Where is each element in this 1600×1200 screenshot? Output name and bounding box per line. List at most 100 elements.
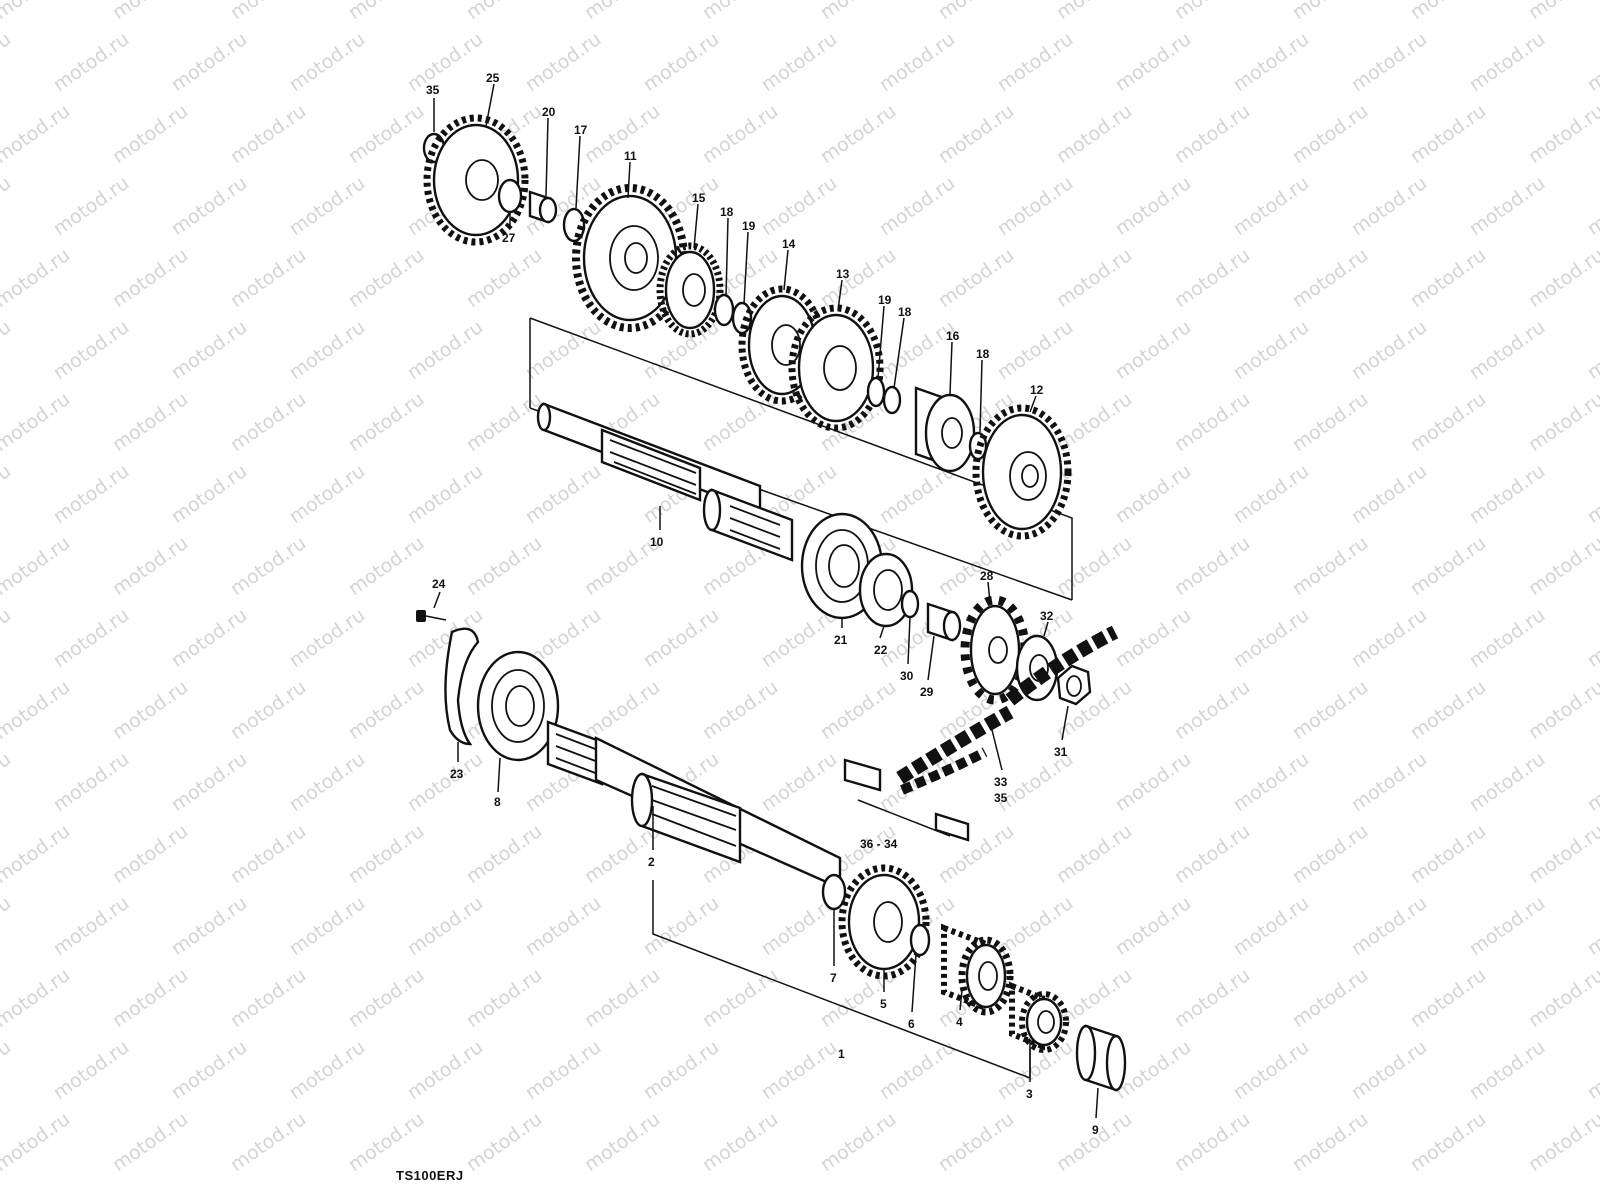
watermark-text: motod.ru [1406, 0, 1490, 24]
watermark-text: motod.ru [344, 676, 428, 744]
watermark-text: motod.ru [344, 388, 428, 456]
watermark-text: motod.ru [816, 964, 900, 1032]
watermark-text: motod.ru [1583, 316, 1600, 384]
callout-18a: 18 [720, 205, 734, 219]
watermark-text: motod.ru [1170, 100, 1254, 168]
watermark-text: motod.ru [108, 244, 192, 312]
watermark-text: motod.ru [1229, 460, 1313, 528]
watermark-text: motod.ru [344, 820, 428, 888]
watermark-text: motod.ru [226, 244, 310, 312]
watermark-text: motod.ru [1524, 1108, 1600, 1176]
watermark-text: motod.ru [1170, 820, 1254, 888]
watermark-text: motod.ru [639, 28, 723, 96]
watermark-text: motod.ru [580, 964, 664, 1032]
watermark-text: motod.ru [1465, 316, 1549, 384]
watermark-text: motod.ru [49, 28, 133, 96]
callout-15: 15 [692, 191, 706, 205]
watermark-text: motod.ru [757, 748, 841, 816]
watermark-text: motod.ru [698, 100, 782, 168]
watermark-text: motod.ru [167, 604, 251, 672]
watermark-text: motod.ru [1288, 388, 1372, 456]
watermark-text: motod.ru [108, 532, 192, 600]
callout-32: 32 [1040, 609, 1054, 623]
watermark-text: motod.ru [167, 460, 251, 528]
callout-7: 7 [830, 971, 837, 985]
watermark-text: motod.ru [285, 604, 369, 672]
callout-24: 24 [432, 577, 446, 591]
watermark-text: motod.ru [226, 820, 310, 888]
part-10-countershaft [536, 402, 794, 562]
callout-10: 10 [650, 535, 664, 549]
watermark-text: motod.ru [1583, 28, 1600, 96]
watermark-text: motod.ru [108, 676, 192, 744]
watermark-text: motod.ru [0, 1108, 74, 1176]
watermark-text: motod.ru [1229, 1036, 1313, 1104]
watermark-text: motod.ru [521, 1036, 605, 1104]
callout-19b: 19 [878, 293, 892, 307]
watermark-text: motod.ru [0, 604, 15, 672]
watermark-text: motod.ru [521, 316, 605, 384]
watermark-text: motod.ru [226, 100, 310, 168]
watermark-text: motod.ru [1229, 892, 1313, 960]
part-9-bushing [1075, 1024, 1127, 1092]
callout-35b: 35 [994, 791, 1008, 805]
watermark-text: motod.ru [1524, 676, 1600, 744]
watermark-text: motod.ru [1288, 532, 1372, 600]
watermark-text: motod.ru [757, 28, 841, 96]
watermark-text: motod.ru [1111, 604, 1195, 672]
watermark-text: motod.ru [108, 0, 192, 24]
part-33-drive-chain [896, 625, 1119, 795]
callout-30: 30 [900, 669, 914, 683]
callout-12: 12 [1030, 383, 1044, 397]
part-30-o-ring [900, 589, 920, 619]
watermark-text: motod.ru [1229, 172, 1313, 240]
watermark-text: motod.ru [698, 0, 782, 24]
watermark-text: motod.ru [1465, 892, 1549, 960]
callout-2: 2 [648, 855, 655, 869]
watermark-text: motod.ru [1111, 28, 1195, 96]
watermark-text: motod.ru [521, 28, 605, 96]
callout-17: 17 [574, 123, 588, 137]
driveshaft-assembly [416, 610, 1127, 1092]
watermark-text: motod.ru [816, 0, 900, 24]
callout-33: 33 [994, 775, 1008, 789]
part-29-spacer [926, 602, 962, 642]
watermark-text: motod.ru [580, 100, 664, 168]
part-4-gear [941, 923, 1014, 1016]
callout-5: 5 [880, 997, 887, 1011]
watermark-text: motod.ru [1288, 100, 1372, 168]
watermark-text: motod.ru [1406, 244, 1490, 312]
watermark-text: motod.ru [344, 0, 428, 24]
watermark-text: motod.ru [0, 460, 15, 528]
watermark-text: motod.ru [1111, 460, 1195, 528]
watermark-text: motod.ru [993, 316, 1077, 384]
part-23-bearing-retainer [444, 627, 480, 746]
part-31-nut [1056, 664, 1092, 706]
watermark-text: motod.ru [1052, 0, 1136, 24]
watermark-text: motod.ru [1111, 172, 1195, 240]
watermark-text: motod.ru [1524, 532, 1600, 600]
callout-3: 3 [1026, 1087, 1033, 1101]
watermark-text: motod.ru [462, 388, 546, 456]
watermark-text: motod.ru [344, 100, 428, 168]
watermark-text: motod.ru [167, 28, 251, 96]
part-5-gear [838, 864, 930, 980]
watermark-text: motod.ru [0, 1036, 15, 1104]
watermark-text: motod.ru [1288, 676, 1372, 744]
watermark-text: motod.ru [1111, 748, 1195, 816]
callout-35a: 35 [426, 83, 440, 97]
diagram-caption: TS100ERJ [396, 1168, 464, 1183]
watermark-text: motod.ru [757, 172, 841, 240]
part-27-washer [497, 178, 523, 214]
callout-23: 23 [450, 767, 464, 781]
watermark-text: motod.ru [167, 1036, 251, 1104]
callout-18b: 18 [898, 305, 912, 319]
callout-18c: 18 [976, 347, 990, 361]
watermark-text: motod.ru [462, 964, 546, 1032]
part-25-gear [423, 114, 529, 246]
watermark-text: motod.ru [1347, 604, 1431, 672]
watermark-text: motod.ru [639, 892, 723, 960]
watermark-text: motod.ru [1465, 28, 1549, 96]
callout-8: 8 [494, 795, 501, 809]
callout-14: 14 [782, 237, 796, 251]
